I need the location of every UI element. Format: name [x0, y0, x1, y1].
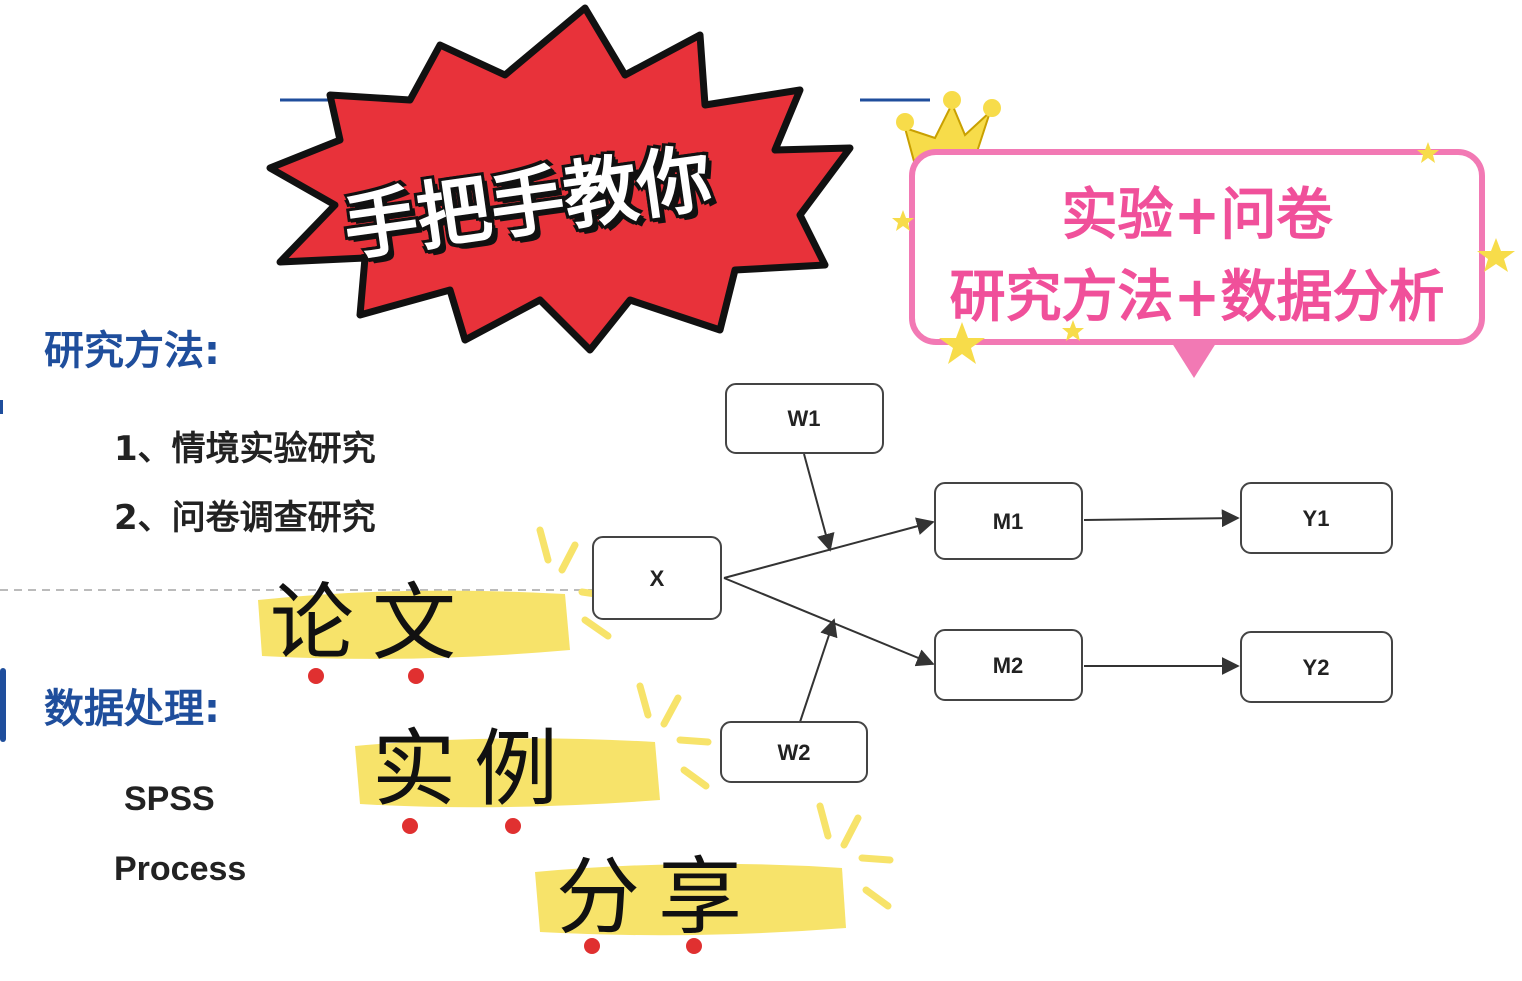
star-icon — [892, 210, 914, 231]
node-label: W2 — [778, 740, 811, 765]
left-edge-tick — [0, 400, 3, 414]
node-label: M1 — [993, 509, 1024, 534]
node-y2: Y2 — [1240, 631, 1393, 703]
edge-m1-y1 — [1083, 509, 1240, 528]
star-icon — [1417, 142, 1439, 163]
processing-heading: 数据处理: — [44, 686, 220, 732]
node-label: Y2 — [1303, 655, 1330, 680]
methods-item: 2、问卷调查研究 — [114, 498, 376, 538]
node-w2: W2 — [720, 721, 868, 783]
sticker-highlight-shili — [355, 682, 712, 834]
methods-heading: 研究方法: — [44, 328, 220, 374]
node-m2: M2 — [934, 629, 1083, 701]
callout-frame — [909, 149, 1485, 378]
node-label: X — [650, 566, 665, 591]
node-m1: M1 — [934, 482, 1083, 560]
sticker-highlight-fenxiang — [535, 802, 894, 954]
sticker-lunwen: 论文 — [270, 574, 475, 672]
edge-w1-path — [803, 453, 835, 552]
star-icon — [1062, 320, 1084, 341]
edge-w2-path — [799, 618, 838, 723]
diagram-connectors — [723, 453, 1240, 723]
node-x: X — [592, 536, 722, 620]
methods-item: 1、情境实验研究 — [114, 429, 376, 469]
star-icon — [939, 322, 985, 364]
node-label: M2 — [993, 653, 1024, 678]
edge-x-m1 — [723, 517, 935, 579]
callout-line-1: 实验+问卷 — [1061, 183, 1333, 248]
processing-tool: SPSS — [124, 780, 215, 818]
left-edge-mark — [0, 668, 6, 742]
sticker-highlight-lunwen — [258, 526, 614, 684]
sticker-shili: 实例 — [372, 720, 577, 818]
processing-tool: Process — [114, 850, 247, 888]
node-w1: W1 — [725, 383, 884, 454]
node-label: W1 — [788, 406, 821, 431]
edge-x-m2 — [723, 577, 935, 667]
sticker-fenxiang: 分享 — [556, 848, 761, 946]
node-label: Y1 — [1303, 506, 1330, 531]
node-y1: Y1 — [1240, 482, 1393, 554]
burst-shape — [266, 4, 854, 354]
callout-line-2: 研究方法+数据分析 — [949, 265, 1445, 330]
star-icon — [1477, 238, 1515, 272]
